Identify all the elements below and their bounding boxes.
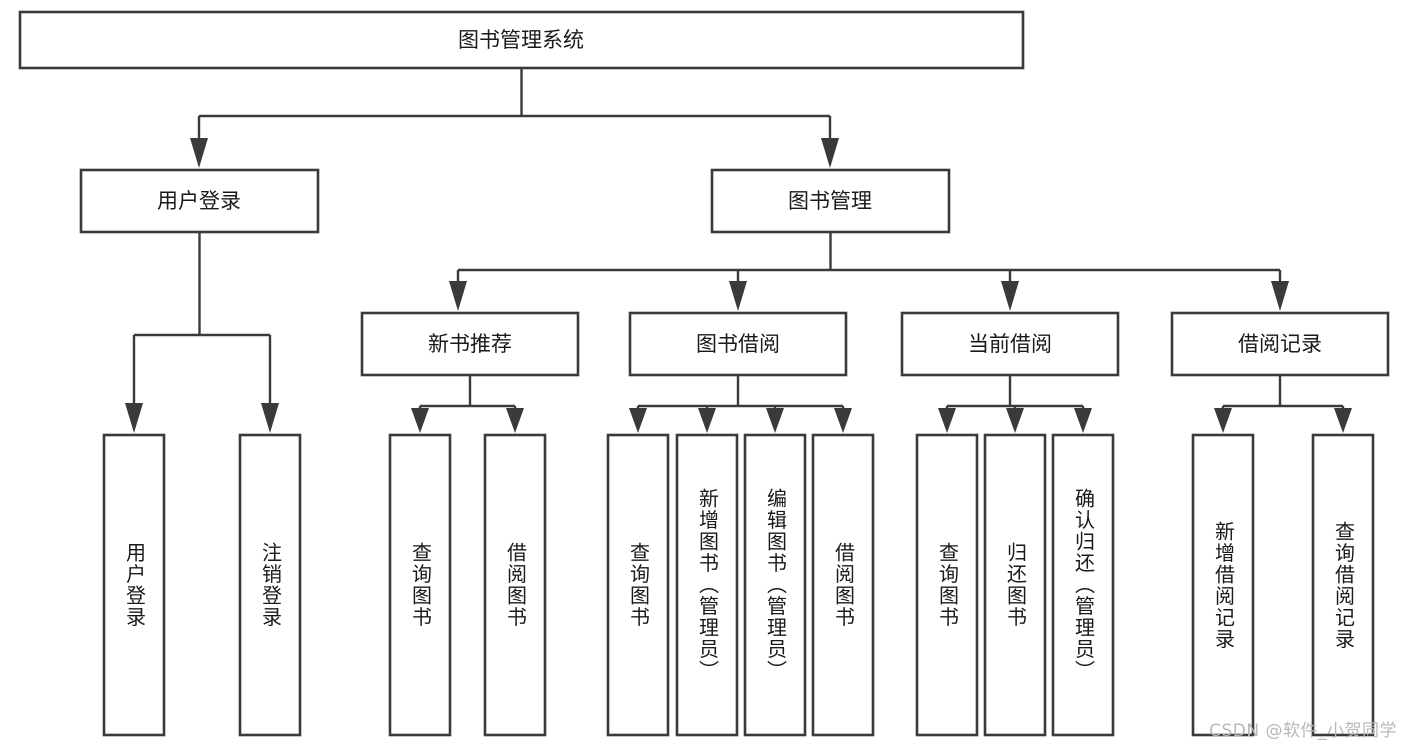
arrow-to-leaf-add-book: [698, 408, 716, 433]
arrow-to-current-borrow: [1001, 281, 1019, 311]
arrow-to-book-borrow: [729, 281, 747, 311]
node-box-leaf-add-book[interactable]: [675, 433, 739, 737]
arrow-to-leaf-confirm-return: [1074, 408, 1092, 433]
arrow-to-leaf-logout: [261, 403, 279, 433]
edges-layer: [125, 68, 1352, 433]
node-label-root: 图书管理系统: [458, 28, 584, 52]
arrow-to-book-manage: [821, 138, 839, 168]
arrow-to-leaf-return-book: [1006, 408, 1024, 433]
nodes-layer: 图书管理系统 用户登录 图书管理 新书推荐 图书借阅 当前借阅 借阅记录: [18, 10, 1390, 737]
node-box-book-borrow[interactable]: [628, 311, 848, 377]
node-box-leaf-confirm-return[interactable]: [1051, 433, 1115, 737]
arrow-to-leaf-user-login: [125, 403, 143, 433]
node-box-leaf-query-book-2[interactable]: [606, 433, 670, 737]
node-label-user-login: 用户登录: [157, 189, 241, 213]
node-box-leaf-logout[interactable]: [238, 433, 302, 737]
arrow-to-new-book-rec: [449, 281, 467, 311]
arrow-to-leaf-borrow-book-2: [834, 408, 852, 433]
node-box-new-book-rec[interactable]: [360, 311, 580, 377]
node-box-leaf-edit-book[interactable]: [743, 433, 807, 737]
arrow-to-leaf-query-book-3: [938, 408, 956, 433]
arrow-to-user-login: [190, 138, 208, 168]
node-label-borrow-record: 借阅记录: [1238, 332, 1322, 356]
node-box-current-borrow[interactable]: [900, 311, 1120, 377]
arrow-to-leaf-add-record: [1214, 408, 1232, 433]
arrow-to-leaf-query-book-2: [629, 408, 647, 433]
arrow-to-leaf-edit-book: [766, 408, 784, 433]
node-box-leaf-add-record[interactable]: [1191, 433, 1255, 737]
node-box-leaf-return-book[interactable]: [983, 433, 1047, 737]
node-box-leaf-query-book-3[interactable]: [915, 433, 979, 737]
arrow-to-borrow-record: [1271, 281, 1289, 311]
node-box-book-manage[interactable]: [710, 168, 951, 234]
arrow-to-leaf-borrow-book-1: [506, 408, 524, 433]
node-box-leaf-query-record[interactable]: [1311, 433, 1375, 737]
node-label-book-manage: 图书管理: [788, 189, 872, 213]
arrow-to-leaf-query-book-1: [411, 408, 429, 433]
node-box-borrow-record[interactable]: [1170, 311, 1390, 377]
node-label-current-borrow: 当前借阅: [968, 332, 1052, 356]
arrow-to-leaf-query-record: [1334, 408, 1352, 433]
node-box-user-login[interactable]: [79, 168, 320, 234]
node-box-root[interactable]: [18, 10, 1025, 70]
node-label-new-book-rec: 新书推荐: [428, 332, 512, 356]
node-box-leaf-user-login[interactable]: [102, 433, 166, 737]
node-box-leaf-borrow-book-1[interactable]: [483, 433, 547, 737]
node-box-leaf-borrow-book-2[interactable]: [811, 433, 875, 737]
node-label-book-borrow: 图书借阅: [696, 332, 780, 356]
node-box-leaf-query-book-1[interactable]: [388, 433, 452, 737]
watermark-text: CSDN @软件_小贺同学: [1209, 721, 1397, 741]
